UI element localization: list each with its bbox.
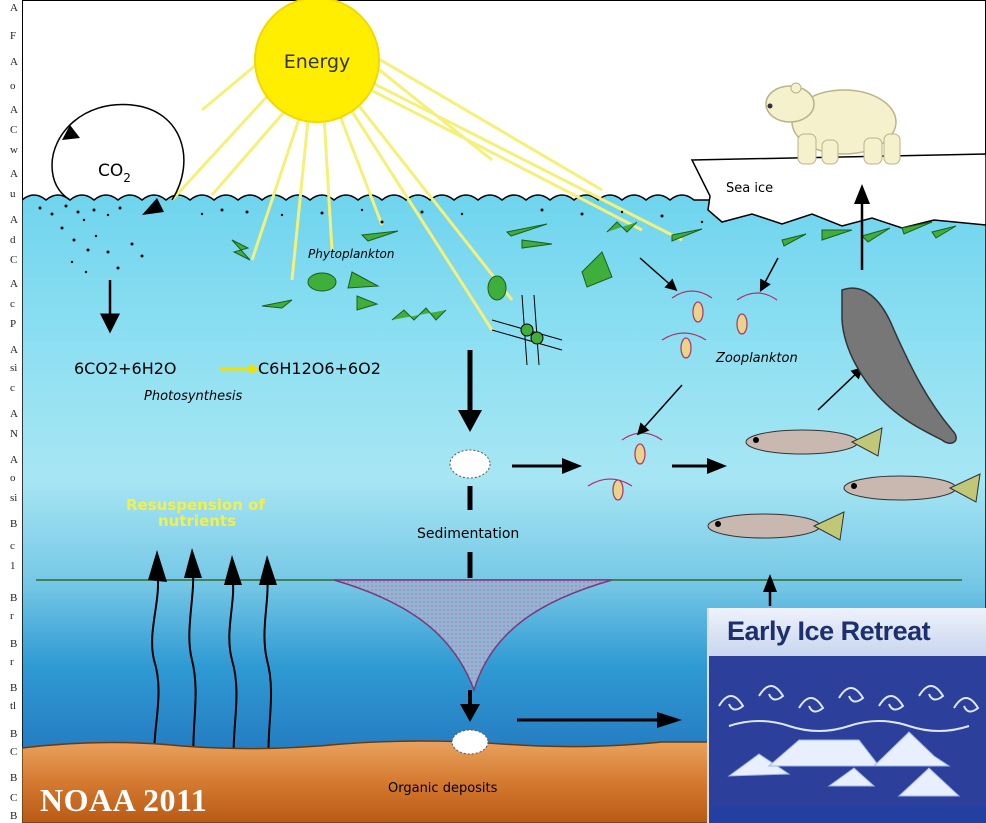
left-text-fragment: si [10, 362, 17, 374]
left-text-fragment: B [10, 682, 17, 694]
left-text-fragment: 1 [10, 560, 16, 572]
source-watermark: NOAA 2011 [40, 782, 207, 819]
left-text-fragment: o [10, 472, 16, 484]
left-text-fragment: B [10, 810, 17, 822]
inset-title: Early Ice Retreat [727, 616, 930, 647]
left-text-fragment: u [10, 188, 16, 200]
zooplankton-label: Zooplankton [715, 351, 798, 366]
left-text-fragment: B [10, 772, 17, 784]
phytoplankton-label: Phytoplankton [308, 247, 395, 261]
left-text-fragment: B [10, 728, 17, 740]
left-text-fragment: A [10, 408, 18, 420]
left-text-fragment: C [10, 792, 17, 804]
early-ice-retreat-inset: Early Ice Retreat [707, 608, 986, 823]
left-text-fragment: o [10, 80, 16, 92]
left-text-fragment: r [10, 610, 14, 622]
left-text-fragment: C [10, 254, 17, 266]
left-text-fragment: F [10, 30, 16, 42]
equation-lhs: 6CO2+6H2O [74, 359, 177, 378]
left-text-fragment: d [10, 234, 16, 246]
left-text-fragment: N [10, 428, 18, 440]
left-text-fragment: A [10, 2, 18, 14]
left-text-fragment: si [10, 492, 17, 504]
left-text-fragment: B [10, 592, 17, 604]
resuspension-label-line2: nutrients [158, 512, 236, 530]
equation-rhs: C6H12O6+6O2 [258, 359, 381, 378]
left-text-fragment: C [10, 124, 17, 136]
sea-ice-label: Sea ice [726, 181, 773, 196]
left-text-fragment: A [10, 214, 18, 226]
left-text-fragment: C [10, 746, 17, 758]
left-text-fragment: A [10, 56, 18, 68]
left-text-fragment: A [10, 344, 18, 356]
inset-title-bar: Early Ice Retreat [709, 608, 986, 656]
ice-retreat-illustration [709, 656, 986, 823]
left-text-fragment: B [10, 518, 17, 530]
left-text-fragment: c [10, 298, 15, 310]
organic-deposits-label: Organic deposits [388, 781, 498, 796]
left-text-fragment: P [10, 318, 16, 330]
left-text-fragment: A [10, 278, 18, 290]
left-text-fragment: w [10, 144, 18, 156]
sedimentation-label: Sedimentation [417, 526, 519, 542]
left-text-fragment: A [10, 454, 18, 466]
left-text-fragment: A [10, 104, 18, 116]
organic-deposit [452, 730, 488, 754]
left-text-fragment: c [10, 382, 15, 394]
left-text-fragment: r [10, 656, 14, 668]
left-text-fragment: c [10, 540, 15, 552]
photosynthesis-label: Photosynthesis [144, 389, 243, 404]
left-text-fragment: tl [10, 700, 16, 712]
left-text-fragment: B [10, 638, 17, 650]
energy-label: Energy [284, 51, 351, 73]
left-text-fragment: A [10, 168, 18, 180]
